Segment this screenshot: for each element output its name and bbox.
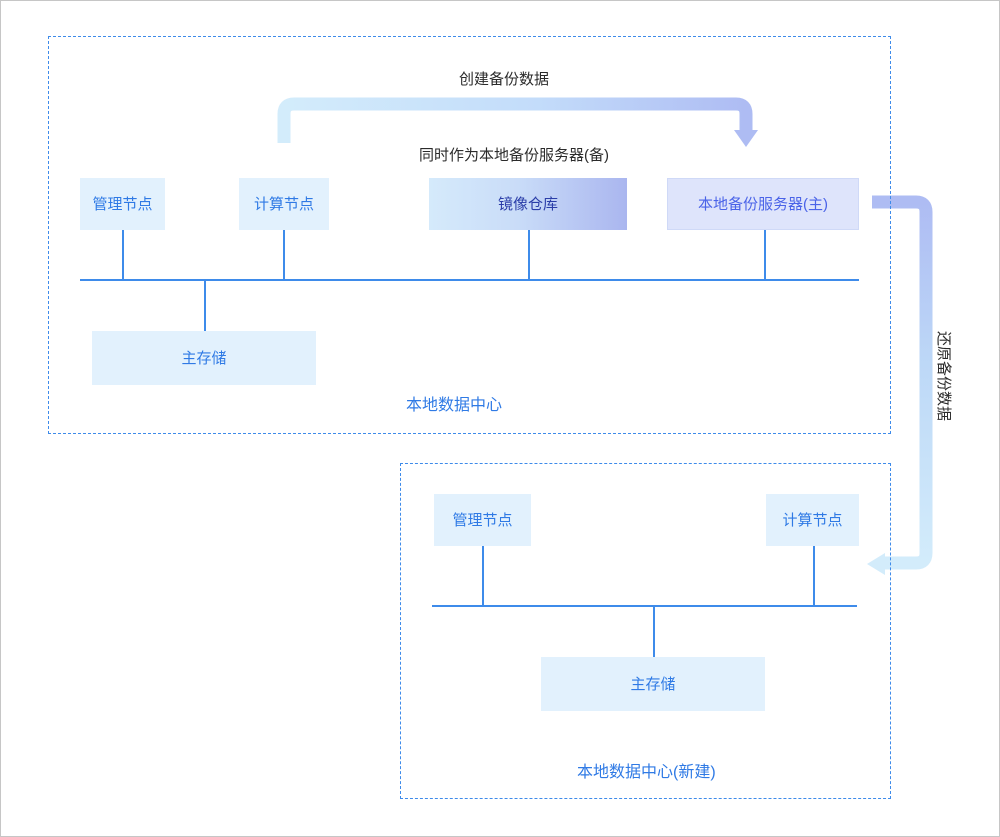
node-primary-storage-bottom[interactable]: 主存储 (541, 657, 765, 711)
bottom-bus-line (432, 605, 857, 607)
node-label: 本地备份服务器(主) (698, 195, 828, 213)
annotation-registry-also-backup: 同时作为本地备份服务器(备) (419, 147, 609, 164)
node-label: 计算节点 (782, 511, 843, 529)
link-bus-to-primary-storage (204, 279, 206, 331)
link-bus-to-primary-storage-new (653, 605, 655, 657)
top-bus-line (80, 279, 859, 281)
node-management-node-top[interactable]: 管理节点 (80, 178, 165, 230)
link-backup-server-to-bus (764, 230, 766, 279)
node-compute-node-top[interactable]: 计算节点 (239, 178, 329, 230)
node-label: 镜像仓库 (497, 195, 558, 213)
link-management-node-to-bus (122, 230, 124, 279)
zone-local-data-center (48, 36, 891, 434)
link-image-registry-to-bus (528, 230, 530, 279)
link-management-node-new-to-bus (482, 546, 484, 605)
link-compute-node-new-to-bus (813, 546, 815, 605)
node-label: 主存储 (181, 349, 227, 367)
zone-label-local-data-center: 本地数据中心 (406, 397, 503, 414)
node-local-backup-server-primary[interactable]: 本地备份服务器(主) (667, 178, 859, 230)
arrow-label-create-backup-data: 创建备份数据 (459, 71, 550, 88)
arrow-label-restore-backup-data: 还原备份数据 (935, 331, 952, 422)
zone-label-local-data-center-new: 本地数据中心(新建) (577, 764, 716, 781)
node-primary-storage-top[interactable]: 主存储 (92, 331, 316, 385)
zone-local-data-center-new (400, 463, 891, 799)
node-management-node-bottom[interactable]: 管理节点 (434, 494, 531, 546)
node-image-registry[interactable]: 镜像仓库 (429, 178, 627, 230)
node-label: 管理节点 (452, 511, 513, 529)
node-compute-node-bottom[interactable]: 计算节点 (766, 494, 859, 546)
node-label: 主存储 (630, 675, 676, 693)
link-compute-node-to-bus (283, 230, 285, 279)
node-label: 计算节点 (253, 195, 314, 213)
node-label: 管理节点 (92, 195, 153, 213)
